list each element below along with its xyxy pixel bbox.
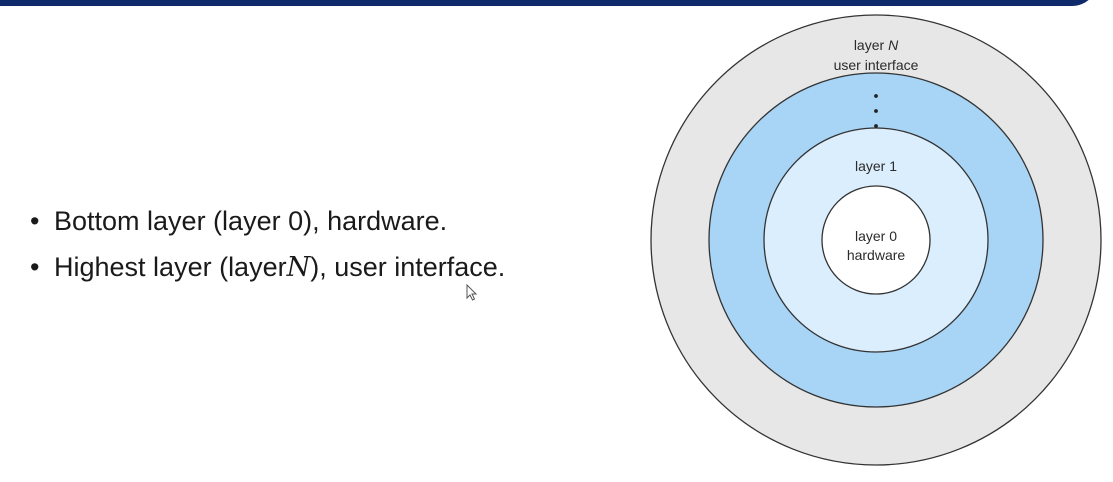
bullet-item: • Bottom layer (layer 0), hardware. [30, 198, 505, 244]
bullet-item: • Highest layer (layer N), user interfac… [30, 244, 505, 291]
bullet-dot-icon: • [30, 252, 40, 282]
bullet-text: Bottom layer (layer 0), hardware. [54, 206, 448, 236]
layered-os-diagram: layer N user interface layer 1 layer 0 h… [650, 14, 1102, 466]
bullet-text-prefix: Highest layer (layer [54, 252, 287, 282]
layer-1-label: layer 1 [855, 158, 897, 174]
title-bar [0, 0, 1098, 6]
layer-n-label: layer N [854, 37, 899, 53]
bullet-list: • Bottom layer (layer 0), hardware. • Hi… [30, 198, 505, 291]
layer-n-sublabel: user interface [834, 57, 919, 73]
layer-0-sublabel: hardware [847, 247, 906, 263]
bullet-text-suffix: ), user interface. [310, 252, 506, 282]
bullet-dot-icon: • [30, 206, 40, 236]
mouse-cursor-icon [466, 284, 478, 301]
math-variable: N [286, 252, 311, 283]
vertical-ellipsis-icon [874, 94, 878, 128]
layer-0-label: layer 0 [855, 228, 897, 244]
ring-layer-0 [821, 185, 931, 295]
